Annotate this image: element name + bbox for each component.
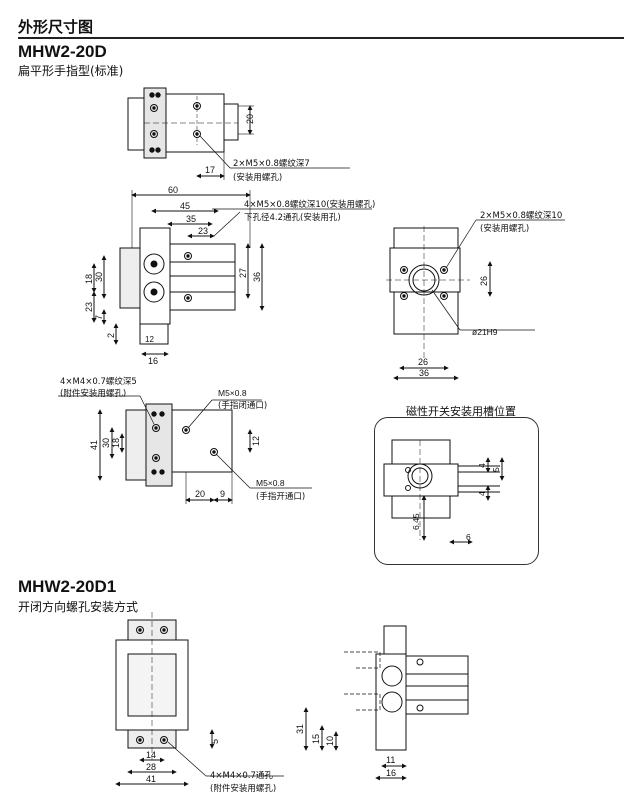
top-view <box>127 87 350 180</box>
lower-port2: M5×0.8 <box>256 478 285 488</box>
side-view <box>386 219 565 381</box>
side-dim-36: 36 <box>419 368 429 378</box>
front-dim-60: 60 <box>168 185 178 195</box>
d1-right-dim-31: 31 <box>295 724 305 734</box>
side-dim-26v: 26 <box>479 276 489 286</box>
d1-right-dim-11: 11 <box>386 755 395 765</box>
front-dim-36: 36 <box>252 272 262 282</box>
front-dim-16: 16 <box>148 356 158 366</box>
lower-callout: 4×M4×0.7螺纹深5 <box>60 376 137 387</box>
front-callout: 4×M5×0.8螺纹深10(安装用螺孔) <box>244 199 375 210</box>
page-title: 外形尺寸图 <box>18 18 94 36</box>
front-callout-sub: 下孔径4.2通孔(安装用孔) <box>244 212 341 223</box>
switch-dim-645: 6.45 <box>411 513 421 530</box>
d1-right-dim-10: 10 <box>325 736 335 746</box>
front-view <box>91 190 372 357</box>
lower-port2-sub: (手指开通口) <box>256 491 305 502</box>
front-dim-27: 27 <box>238 268 248 278</box>
top-dim-17: 17 <box>205 165 215 175</box>
model-name-standard: MHW2-20D <box>18 42 107 61</box>
top-callout-sub: (安装用螺孔) <box>233 172 282 183</box>
front-dim-12: 12 <box>145 335 154 344</box>
switch-slot-view <box>383 439 505 545</box>
front-dim-23: 23 <box>198 226 208 236</box>
d1-left-dim-5: 5 <box>210 739 220 744</box>
switch-panel-title: 磁性开关安装用槽位置 <box>406 405 516 418</box>
lower-dim-9: 9 <box>220 489 225 499</box>
switch-dim-4a: 4 <box>477 463 487 468</box>
top-callout: 2×M5×0.8螺纹深7 <box>233 158 310 169</box>
d1-left-dim-14: 14 <box>146 750 156 760</box>
lower-callout-sub: (附件安装用螺孔) <box>60 388 126 399</box>
front-dim-35: 35 <box>186 214 196 224</box>
switch-dim-4b: 4 <box>477 491 487 496</box>
d1-left-dim-28: 28 <box>146 762 156 772</box>
front-dim-30: 30 <box>94 272 104 282</box>
front-dim-23b: 23 <box>84 302 94 312</box>
d1-right-dim-16: 16 <box>386 768 396 778</box>
lower-dim-41: 41 <box>89 440 99 450</box>
d1-left-view <box>115 612 284 787</box>
d1-right-dim-15: 15 <box>311 734 321 744</box>
d1-left-callout-sub: (附件安装用螺孔) <box>210 783 276 794</box>
lower-view <box>58 395 312 504</box>
front-dim-2: 2 <box>106 333 116 338</box>
lower-port1-sub: (手指闭通口) <box>218 400 267 411</box>
front-dim-45: 45 <box>180 201 190 211</box>
side-bore: ø21H9 <box>472 327 498 337</box>
lower-dim-18: 18 <box>111 438 121 448</box>
front-dim-18: 18 <box>84 274 94 284</box>
switch-dim-5: 5 <box>491 467 501 472</box>
lower-dim-12: 12 <box>251 436 261 446</box>
model-name-d1: MHW2-20D1 <box>18 577 117 596</box>
d1-left-dim-41: 41 <box>146 774 156 784</box>
side-callout: 2×M5×0.8螺纹深10 <box>480 210 562 221</box>
lower-dim-30: 30 <box>101 438 111 448</box>
front-dim-7: 7 <box>94 315 104 320</box>
lower-dim-20: 20 <box>195 489 205 499</box>
lower-port1: M5×0.8 <box>218 388 247 398</box>
d1-left-callout: 4×M4×0.7通孔 <box>210 770 273 781</box>
model-subtitle-standard: 扁平形手指型(标准) <box>18 64 124 78</box>
model-subtitle-d1: 开闭方向螺孔安装方式 <box>18 600 139 614</box>
title-rule <box>18 37 624 39</box>
side-callout-sub: (安装用螺孔) <box>480 223 529 234</box>
side-dim-26: 26 <box>418 357 428 367</box>
switch-slot-panel <box>374 417 539 565</box>
top-dim-20: 20 <box>245 114 255 124</box>
switch-dim-6: 6 <box>466 532 471 542</box>
d1-right-view <box>303 625 469 781</box>
